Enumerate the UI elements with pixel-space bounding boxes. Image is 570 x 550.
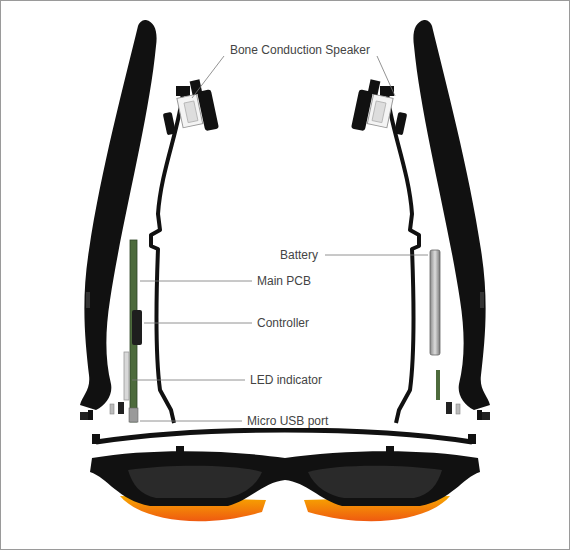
- hinge-bar: [96, 430, 472, 442]
- leader-line: [132, 380, 245, 381]
- frame-tab: [386, 446, 394, 454]
- hinge-tab: [92, 434, 100, 444]
- micro-usb-port: [129, 408, 138, 422]
- leader-lines: [132, 56, 428, 421]
- front-frame: [90, 451, 480, 506]
- small-pcb: [436, 370, 440, 400]
- left-side-parts: [80, 20, 219, 423]
- leader-line: [377, 56, 395, 96]
- leader-line: [140, 421, 242, 422]
- leader-line: [192, 56, 224, 98]
- part-label: Main PCB: [256, 274, 312, 288]
- small-part: [118, 402, 124, 414]
- speaker-parts: [157, 77, 219, 139]
- battery: [430, 250, 440, 355]
- part-label: Bone Conduction Speaker: [229, 43, 371, 57]
- controller: [132, 310, 142, 345]
- part-label: Controller: [256, 316, 310, 330]
- hinge-tab: [468, 434, 476, 444]
- lens-opening: [308, 466, 442, 498]
- frame-tab: [176, 446, 184, 454]
- frame-tab: [176, 86, 190, 96]
- led-indicator: [124, 352, 129, 400]
- leader-line: [144, 323, 252, 324]
- leader-line: [140, 281, 252, 282]
- small-part: [110, 404, 114, 414]
- temple-arm: [80, 20, 157, 410]
- part-label: Battery: [279, 248, 319, 262]
- leader-line: [325, 255, 428, 256]
- small-part: [88, 410, 93, 420]
- lens-opening: [128, 466, 262, 498]
- right-side-parts: [351, 20, 490, 423]
- part-label: LED indicator: [249, 373, 323, 387]
- part-label: Micro USB port: [246, 414, 329, 428]
- inner-frame: [151, 92, 183, 423]
- small-part: [80, 412, 88, 420]
- arm-slot: [86, 292, 90, 308]
